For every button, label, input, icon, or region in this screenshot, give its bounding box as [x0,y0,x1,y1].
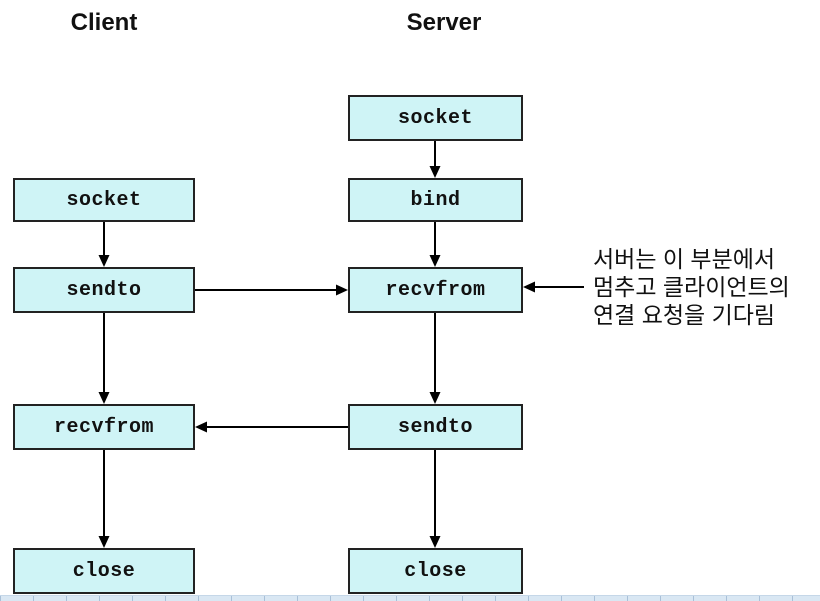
client-sendto-box: sendto [13,267,195,313]
arrow-client-socket-to-sendto [98,222,110,267]
server-column-title: Server [406,9,482,36]
server-close-box: close [348,548,523,594]
client-recvfrom-box: recvfrom [13,404,195,450]
arrow-server-socket-to-bind [429,141,441,178]
arrow-server-sendto-to-client-recvfrom [195,421,348,433]
arrow-client-sendto-to-server-recvfrom [195,284,348,296]
client-column-title: Client [70,9,138,36]
arrow-client-recvfrom-to-close [98,450,110,548]
client-close-box: close [13,548,195,594]
server-sendto-box: sendto [348,404,523,450]
arrow-annotation-to-server-recvfrom [523,281,584,293]
annotation-line-3: 연결 요청을 기다림 [593,302,776,328]
annotation-line-2: 멈추고 클라이언트의 [593,274,790,300]
server-wait-annotation: 서버는 이 부분에서 멈추고 클라이언트의 연결 요청을 기다림 [593,245,790,329]
bottom-edge-strip [0,595,820,601]
server-socket-box: socket [348,95,523,141]
arrow-server-recvfrom-to-sendto [429,313,441,404]
arrow-server-bind-to-recvfrom [429,222,441,267]
server-recvfrom-box: recvfrom [348,267,523,313]
arrow-server-sendto-to-close [429,450,441,548]
client-socket-box: socket [13,178,195,222]
annotation-line-1: 서버는 이 부분에서 [593,246,776,272]
arrow-client-sendto-to-recvfrom [98,313,110,404]
server-bind-box: bind [348,178,523,222]
